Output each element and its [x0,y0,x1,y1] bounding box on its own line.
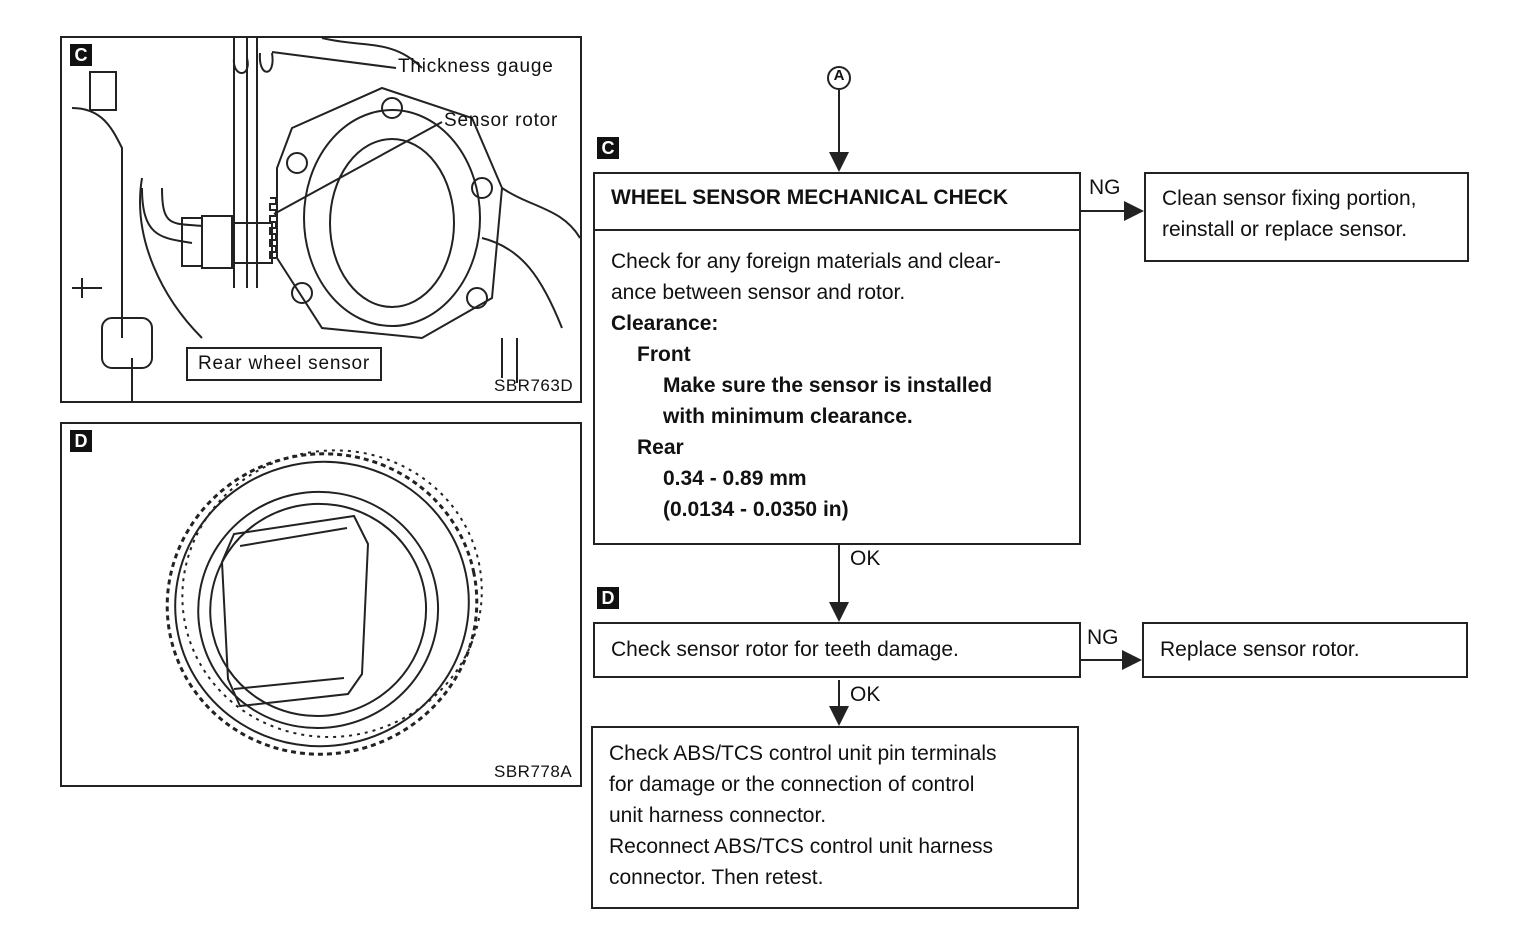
figure-c-code: SBR763D [494,376,574,395]
clean-sensor-box: Clean sensor fixing portion, reinstall o… [1144,172,1469,262]
sensor-rotor-label: Sensor rotor [444,110,559,131]
step-d-ok-label: OK [850,683,881,706]
front-text-2: with minimum clearance. [663,405,913,428]
final-line-5: connector. Then retest. [609,866,824,889]
final-line-4: Reconnect ABS/TCS control unit harness [609,835,994,858]
figure-c-panel: C Thickness gauge Sensor rotor Rear whee… [60,36,582,403]
rear-label: Rear [637,436,684,459]
figure-d-panel: D SBR778A [60,422,582,787]
front-text-1: Make sure the sensor is installed [663,374,993,397]
rear-value-in: (0.0134 - 0.0350 in) [663,498,849,521]
figure-d-badge: D [70,430,92,452]
wheel-sensor-check-box: WHEEL SENSOR MECHANICAL CHECK Check for … [593,172,1081,545]
sensor-rotor-illustration [165,449,483,756]
control-unit-check-box: Check ABS/TCS control unit pin terminals… [591,726,1079,909]
thickness-gauge-label: Thickness gauge [398,56,554,77]
clearance-label: Clearance: [611,312,719,335]
step-c-ng-label: NG [1089,176,1121,199]
front-label: Front [637,343,691,366]
connector-a-label: A [833,67,845,84]
title-divider [595,229,1079,231]
wheel-sensor-check-title: WHEEL SENSOR MECHANICAL CHECK [611,186,1009,209]
replace-rotor-text: Replace sensor rotor. [1160,638,1360,661]
figure-d-code: SBR778A [494,762,573,781]
clean-sensor-line-1: Clean sensor fixing portion, [1162,187,1417,210]
check-line-2: ance between sensor and rotor. [611,281,906,304]
final-line-2: for damage or the connection of control [609,773,975,796]
sensor-rotor-check-text: Check sensor rotor for teeth damage. [611,638,959,661]
step-c-ok-label: OK [850,547,881,570]
step-d-badge: D [597,587,619,609]
figure-c-illustration [71,38,580,401]
replace-rotor-box: Replace sensor rotor. [1142,622,1468,678]
rear-wheel-sensor-label: Rear wheel sensor [186,347,383,381]
rear-value-mm: 0.34 - 0.89 mm [663,467,807,490]
sensor-rotor-check-box: Check sensor rotor for teeth damage. [593,622,1081,678]
clean-sensor-line-2: reinstall or replace sensor. [1162,218,1408,241]
step-d-ng-label: NG [1087,626,1119,649]
final-line-3: unit harness connector. [609,804,827,827]
step-c-badge: C [597,137,619,159]
check-line-1: Check for any foreign materials and clea… [611,250,1001,273]
figure-c-badge: C [70,44,92,66]
final-line-1: Check ABS/TCS control unit pin terminals [609,742,997,765]
